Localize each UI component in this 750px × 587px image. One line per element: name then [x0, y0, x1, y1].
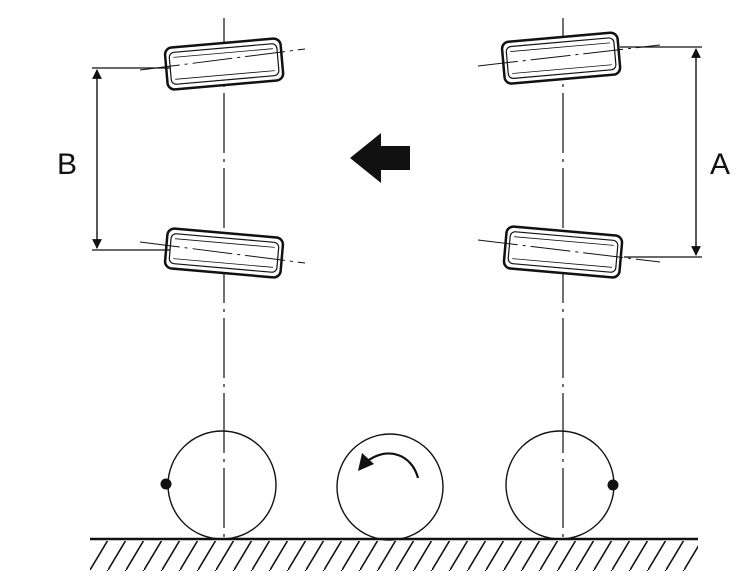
roller-left — [167, 430, 277, 540]
roller-center — [336, 433, 444, 541]
rotate-counterclockwise-icon — [365, 452, 420, 479]
dimension-b: B — [57, 67, 170, 251]
dimension-b-label: B — [57, 148, 77, 181]
dimension-a-label: A — [710, 148, 730, 181]
rotation-arrowhead — [358, 453, 374, 471]
wheel-bottom-right — [502, 225, 624, 279]
wheel-top-right — [500, 31, 622, 85]
roller-left-marker — [160, 478, 172, 490]
roller-right-marker — [607, 479, 619, 491]
ground-hatching — [90, 541, 698, 571]
wheel-axis-bottom-right — [477, 239, 661, 263]
arrow-left-icon — [350, 133, 410, 183]
wheel-axis-top-left — [139, 48, 306, 71]
dimension-a: A — [620, 46, 730, 258]
wheel-axis-top-right — [477, 44, 661, 67]
wheel-top-left — [163, 37, 285, 91]
roller-right — [505, 430, 615, 540]
wheel-axis-bottom-left — [139, 241, 306, 264]
